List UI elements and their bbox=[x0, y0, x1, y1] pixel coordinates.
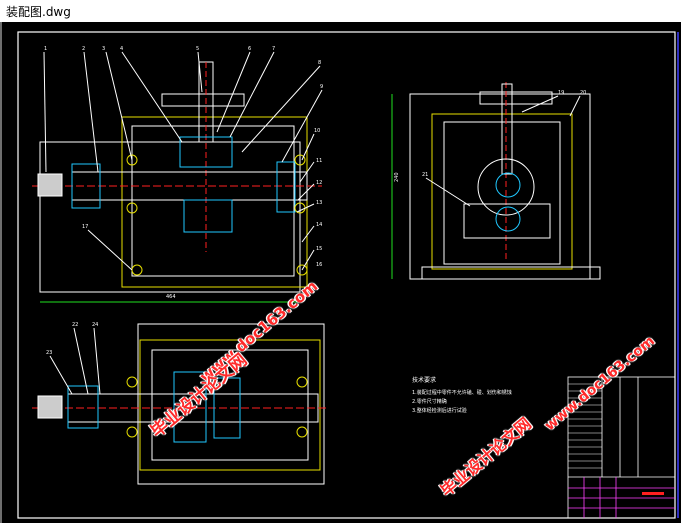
note-3: 3.整体经检测后进行试验 bbox=[412, 407, 467, 414]
front-view bbox=[32, 51, 323, 303]
technical-notes: 技术要求 1.装配过程中零件不允许磕、碰、划伤和锈蚀 2.零件尺寸精确 3.整体… bbox=[412, 376, 512, 414]
part-label-6: 6 bbox=[248, 46, 251, 52]
part-label-15: 15 bbox=[316, 246, 322, 252]
note-1: 1.装配过程中零件不允许磕、碰、划伤和锈蚀 bbox=[412, 389, 512, 396]
part-label-14: 14 bbox=[316, 222, 322, 228]
title-block-rows bbox=[568, 383, 602, 469]
cad-viewport[interactable]: 1 2 3 4 5 6 7 8 9 10 11 12 13 14 15 16 1… bbox=[0, 22, 681, 523]
part-label-21: 21 bbox=[422, 172, 428, 178]
top-view-labels: 22 23 24 bbox=[46, 322, 98, 356]
part-label-16: 16 bbox=[316, 262, 322, 268]
part-label-9: 9 bbox=[320, 84, 323, 90]
top-view bbox=[32, 323, 328, 485]
cad-drawing: 1 2 3 4 5 6 7 8 9 10 11 12 13 14 15 16 1… bbox=[17, 31, 679, 519]
part-label-12: 12 bbox=[316, 180, 322, 186]
part-label-17: 17 bbox=[82, 224, 88, 230]
part-label-3: 3 bbox=[102, 46, 105, 52]
side-view bbox=[391, 82, 601, 280]
part-label-23: 23 bbox=[46, 350, 52, 356]
dimension-side: 240 bbox=[394, 172, 400, 182]
part-label-7: 7 bbox=[272, 46, 275, 52]
part-label-10: 10 bbox=[314, 128, 320, 134]
part-label-1: 1 bbox=[44, 46, 47, 52]
part-label-22: 22 bbox=[72, 322, 78, 328]
part-label-5: 5 bbox=[196, 46, 199, 52]
part-label-13: 13 bbox=[316, 200, 322, 206]
part-label-19: 19 bbox=[558, 90, 564, 96]
front-view-labels: 1 2 3 4 5 6 7 8 9 10 11 12 13 14 15 16 1… bbox=[44, 46, 323, 300]
file-title: 装配图.dwg bbox=[6, 5, 71, 19]
part-label-11: 11 bbox=[316, 158, 322, 164]
part-label-2: 2 bbox=[82, 46, 85, 52]
file-tab[interactable]: 装配图.dwg bbox=[0, 0, 681, 22]
dimension-bottom: 464 bbox=[166, 294, 176, 300]
part-label-24: 24 bbox=[92, 322, 98, 328]
part-label-8: 8 bbox=[318, 60, 321, 66]
note-2: 2.零件尺寸精确 bbox=[412, 398, 447, 405]
side-view-labels: 19 20 21 240 bbox=[394, 90, 586, 182]
title-block bbox=[567, 376, 676, 519]
notes-heading: 技术要求 bbox=[412, 376, 436, 384]
sheet-border bbox=[17, 31, 676, 519]
part-label-4: 4 bbox=[120, 46, 123, 52]
part-label-20: 20 bbox=[580, 90, 586, 96]
